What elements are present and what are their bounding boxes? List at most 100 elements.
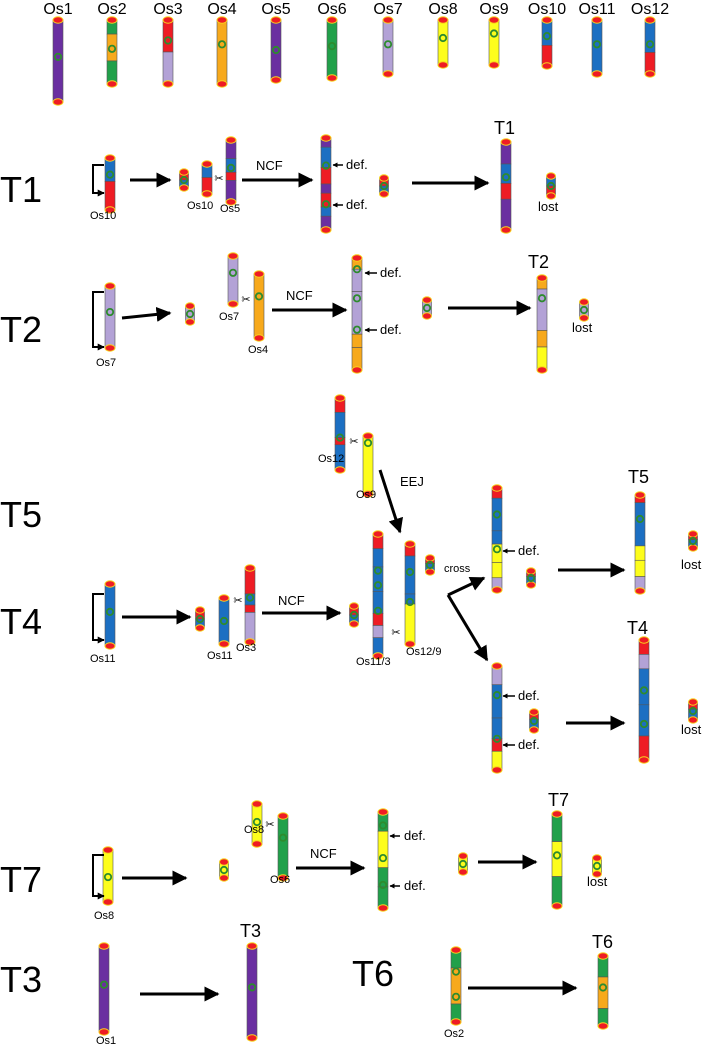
chromosome-os7-piece-t2: [227, 252, 239, 308]
telomere: [425, 554, 435, 562]
telomere: [251, 840, 263, 848]
telomere: [579, 298, 589, 306]
label-os11-3: Os11/3: [356, 656, 391, 668]
chromosome-segment: [372, 548, 384, 568]
centromere: [53, 52, 63, 62]
centromere: [103, 872, 113, 882]
chromosome-os8-piece-t7: [251, 800, 263, 848]
centromere: [405, 597, 415, 607]
brackets: [92, 164, 105, 900]
telomere: [246, 942, 258, 950]
centromere: [335, 433, 345, 442]
centromere: [379, 181, 389, 191]
chromosome-segment: [320, 167, 332, 185]
telomere: [541, 16, 553, 24]
label-os11-b: Os11: [207, 650, 232, 662]
centromere: [492, 691, 502, 700]
centromere: [195, 614, 205, 624]
telomere: [488, 16, 500, 24]
mini-chromosome-t4-b: [349, 602, 359, 628]
header-chromosomes: [52, 16, 656, 106]
centromere: [226, 163, 236, 172]
chromosome-segment: [437, 19, 449, 66]
chromosome-segment: [225, 171, 237, 181]
telomere: [422, 312, 432, 320]
telomere: [437, 16, 449, 24]
chromosome-os3-t4: [244, 564, 256, 646]
telomere: [251, 800, 263, 808]
label-t4-result: T4: [627, 618, 648, 638]
scissors-icon-t1: ✂: [214, 172, 223, 185]
chromosome-fusion-t2: [351, 254, 363, 374]
chromosome-os8: [437, 16, 449, 69]
centromere: [501, 173, 511, 182]
chromosome-segment: [491, 530, 503, 545]
telomere: [437, 61, 449, 69]
telomere: [225, 136, 237, 144]
centromere: [526, 573, 536, 583]
telomere: [334, 466, 346, 474]
telomere: [382, 70, 394, 78]
telomere: [349, 620, 359, 628]
label-os11: Os11: [90, 653, 115, 665]
chromosome-os9: [488, 16, 500, 69]
header-label-os7: Os7: [373, 1, 402, 18]
mini-chromosome-t1-b: [379, 174, 389, 198]
chromosome-segment: [404, 603, 416, 645]
chromosome-os6: [326, 16, 338, 82]
centromere: [492, 734, 502, 743]
row-label-t7: T7: [0, 859, 42, 900]
centromere: [492, 545, 502, 554]
centromere: [99, 980, 109, 989]
centromere: [639, 719, 649, 729]
mini-chromosome-t5-a: [425, 554, 435, 576]
chromosome-os12-9: [404, 540, 416, 648]
telomere: [592, 854, 602, 862]
label-def-t4-b: def.: [518, 737, 540, 752]
chromosome-os12: [644, 16, 656, 78]
label-def-t7-a: def.: [404, 828, 426, 843]
header-label-os10: Os10: [528, 1, 566, 18]
chromosome-os7-t2: [104, 282, 116, 352]
telomere: [638, 636, 650, 644]
chromosome-result-t7: [551, 810, 563, 910]
centromere: [321, 200, 331, 209]
telomere: [491, 586, 503, 594]
mini-chromosome-t7-a: [219, 858, 229, 882]
centromere: [405, 567, 415, 577]
chromosome-os4: [216, 16, 228, 88]
telomere: [546, 172, 556, 180]
telomere: [244, 638, 256, 646]
label-t7-result: T7: [548, 790, 569, 810]
telomere: [179, 184, 189, 192]
telomere: [52, 98, 64, 106]
label-os12-9: Os12/9: [406, 646, 441, 658]
chromosome-segment: [351, 333, 363, 348]
row-label-t4: T4: [0, 601, 42, 642]
label-def-t2-b: def.: [380, 322, 402, 337]
label-def-t1-b: def.: [346, 197, 368, 212]
mini-chromosome-lost-t5: [688, 530, 698, 552]
centromere: [219, 616, 229, 626]
centromere: [492, 510, 502, 519]
centromere: [271, 45, 281, 55]
telomere: [592, 870, 602, 878]
centromere: [105, 307, 115, 317]
telomere: [529, 726, 539, 734]
label-os7: Os7: [96, 357, 116, 369]
telomere: [597, 1022, 609, 1030]
chromosome-segment: [491, 562, 503, 579]
diagram-chromosomes: [98, 134, 698, 1042]
chromosome-os1-t3: [98, 942, 110, 1036]
telomere: [379, 174, 389, 182]
centromere: [592, 40, 602, 49]
arrow-t2-a: [121, 306, 172, 322]
centromere: [635, 514, 645, 524]
centromere: [645, 40, 655, 49]
chromosome-segment: [372, 612, 384, 626]
label-os10: Os10: [90, 210, 116, 222]
mini-chromosome-t4-a: [195, 606, 205, 632]
centromere: [537, 294, 547, 303]
telomere: [372, 652, 384, 660]
